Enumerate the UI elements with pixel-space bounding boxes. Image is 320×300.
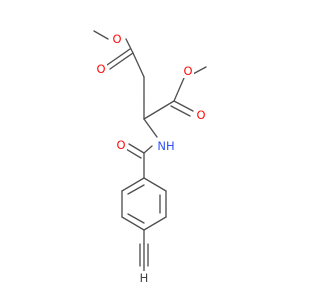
alkyne-terminal-hydrogen-mask <box>138 271 150 285</box>
bond-amide-carbon-double-oxygen <box>125 148 142 159</box>
ester-top-carbonyl-oxygen-label: O <box>96 62 105 76</box>
bond-ring-top-left-to-top <box>121 177 145 192</box>
ester-right-carbonyl-oxygen-mask <box>195 108 207 122</box>
atom-label-layer: O O O O O NH H <box>95 32 207 285</box>
bond-right-ester-carbon-double-oxygen <box>170 105 191 117</box>
ester-top-ether-oxygen-label: O <box>112 32 121 46</box>
amide-nitrogen-mask <box>154 139 178 153</box>
amide-oxygen-mask <box>115 138 127 152</box>
bond-layer <box>93 30 207 276</box>
ester-top-ether-oxygen-mask <box>111 32 123 46</box>
ester-right-carbonyl-oxygen-label: O <box>196 108 205 122</box>
bond-alpha-carbon-to-nitrogen <box>143 118 158 138</box>
bond-ring-inner-bottom-left <box>127 213 145 224</box>
bond-top-ester-carbon-to-ch2 <box>132 52 145 78</box>
molecule-structure-diagram: O O O O O NH H <box>93 30 207 285</box>
bond-right-ester-carbon-to-carbonyl-oxygen <box>173 100 194 112</box>
amide-nitrogen-label: NH <box>157 139 174 153</box>
amide-oxygen-label: O <box>116 138 125 152</box>
bond-ring-inner-top-left <box>127 184 145 195</box>
bond-nitrogen-to-amide-carbon <box>143 145 153 154</box>
alkyne-terminal-hydrogen-label: H <box>140 271 149 285</box>
bond-right-ester-carbon-to-ether-oxygen <box>173 77 185 102</box>
bond-ring-bottom-to-bottom-left <box>121 216 145 231</box>
bond-ring-top-to-top-right <box>143 177 167 192</box>
bond-ester-carbon-top-to-carbonyl-oxygen <box>109 52 134 70</box>
bond-alpha-carbon-to-right-ester-carbon <box>143 100 175 120</box>
ester-right-ether-oxygen-label: O <box>183 64 192 78</box>
ester-right-ether-oxygen-mask <box>182 64 194 78</box>
bond-ether-oxygen-top-to-ester-carbon <box>125 38 134 54</box>
bond-ring-bottom-right-to-bottom <box>143 216 167 231</box>
ester-top-carbonyl-oxygen-mask <box>95 62 107 76</box>
bond-methyl-top-to-ether-oxygen <box>93 30 109 40</box>
bond-right-ether-oxygen-to-methyl <box>192 66 207 75</box>
bond-ester-carbon-top-double-oxygen <box>106 48 131 66</box>
bond-amide-carbon-to-oxygen <box>128 143 145 154</box>
